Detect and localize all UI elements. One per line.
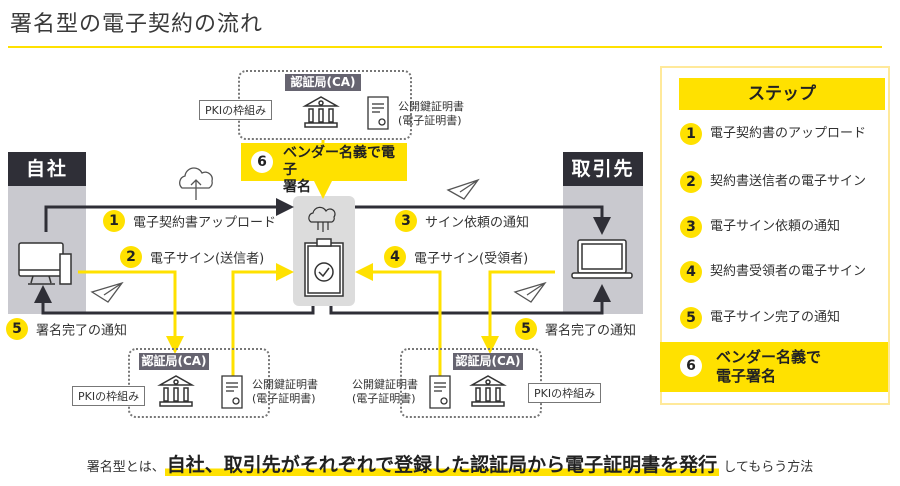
step-text: 契約書受領者の電子サイン [710,264,867,279]
footer-prefix: 署名型とは、 [86,460,165,475]
paper-plane-icon [90,281,124,303]
flow-step-5-self: 5 署名完了の通知 [6,318,127,340]
arrow-step1 [44,198,294,232]
side-step-6-highlight: 6 ベンダー名義で 電子署名 [660,342,888,392]
step-badge: 3 [395,210,417,232]
step-badge: 1 [103,210,125,232]
bank-building-icon [302,96,340,128]
step-badge: 2 [680,170,702,193]
footer-highlight: 自社、取引先がそれぞれで登録した認証局から電子証明書を発行 [164,454,720,476]
side-step-4: 4 契約書受領者の電子サイン [680,260,866,283]
side-step-2: 2 契約書送信者の電子サイン [680,170,866,193]
step6-callout: 6 ベンダー名義で電子 署名 [241,143,407,195]
ca-top-title: 認証局(CA) [285,74,361,91]
step-text: 電子サイン(送信者) [150,251,265,267]
side-step-3: 3 電子サイン依頼の通知 [680,215,840,238]
side-step-1: 1 電子契約書のアップロード [680,122,866,145]
cert-line2: (電子証明書) [398,114,462,127]
step6-line1: ベンダー名義で電子 [283,145,395,178]
cert-line1: 公開鍵証明書 [398,100,464,113]
ca-left-pki-label: PKIの枠組み [72,386,146,406]
arrow-step4-to-ca [481,270,555,354]
ca-left-box [128,348,270,418]
step-badge: 5 [515,318,537,340]
cert-line1: 公開鍵証明書 [352,378,418,391]
paper-plane-icon [446,178,480,200]
party-partner-header: 取引先 [563,152,643,186]
footer-suffix: してもらう方法 [723,460,814,475]
clipboard-check-icon [304,238,344,297]
step-text: サイン依頼の通知 [425,215,530,231]
ca-left-title: 認証局(CA) [139,353,209,370]
step-text: 電子契約書アップロード [133,215,277,231]
cloud-server-icon [308,206,336,232]
step6-text: ベンダー名義で電子 署名 [283,145,407,196]
footer-summary: 署名型とは、自社、取引先がそれぞれで登録した認証局から電子証明書を発行 してもら… [0,450,900,477]
flow-step-2: 2 電子サイン(送信者) [120,246,264,268]
step6-line2: 署名 [283,179,311,195]
ca-right-title: 認証局(CA) [453,353,523,370]
step-badge: 5 [680,306,702,329]
cert-line2: (電子証明書) [252,392,316,405]
paper-plane-icon [513,281,547,303]
certificate-scroll-icon [429,375,451,409]
side6-line1: ベンダー名義で [716,348,822,366]
arrow-step5-partner [329,284,611,315]
certificate-scroll-icon [221,375,243,409]
cloud-upload-icon [179,167,213,200]
page-title: 署名型の電子契約の流れ [10,12,264,37]
side-step-5: 5 電子サイン完了の通知 [680,306,840,329]
ca-right-cert-text: 公開鍵証明書 (電子証明書) [352,378,418,406]
arrow-step4-to-server [355,263,442,380]
flow-step-1: 1 電子契約書アップロード [103,210,276,232]
flow-step-3: 3 サイン依頼の通知 [395,210,529,232]
step-text: 電子サイン依頼の通知 [710,219,841,234]
cert-line1: 公開鍵証明書 [252,378,318,391]
step6-badge: 6 [680,355,702,377]
step-text: 署名完了の通知 [36,323,128,339]
step-text: 電子サイン(受領者) [414,251,529,267]
ca-left-cert-text: 公開鍵証明書 (電子証明書) [252,378,318,406]
step-text: 署名完了の通知 [545,323,637,339]
side6-line2: 電子署名 [716,367,777,385]
step-badge: 5 [6,318,28,340]
party-self-header: 自社 [8,152,86,186]
flow-step-4: 4 電子サイン(受領者) [384,246,528,268]
title-divider [8,46,882,48]
ca-right-pki-label: PKIの枠組み [528,383,602,403]
step-badge: 4 [680,260,702,283]
step-badge: 3 [680,215,702,238]
step-badge: 1 [680,122,702,145]
laptop-icon [571,239,633,279]
step6-badge: 6 [251,151,273,173]
arrow-step2-to-server [231,263,294,380]
steps-heading: ステップ [679,78,885,110]
step-text: 契約書送信者の電子サイン [710,174,867,189]
ca-top-cert-text: 公開鍵証明書 (電子証明書) [398,100,464,128]
cert-line2: (電子証明書) [352,392,416,405]
step-badge: 4 [384,246,406,268]
bank-building-icon [157,375,195,407]
desktop-computer-icon [18,242,72,285]
flow-step-5-partner: 5 署名完了の通知 [515,318,636,340]
arrow-step2-to-ca [78,270,184,354]
step-text: 電子サイン完了の通知 [710,310,841,325]
arrow-step3 [355,205,611,235]
ca-top-pki-label: PKIの枠組み [199,100,273,120]
step-badge: 2 [120,246,142,268]
arrow-step5-self [34,285,315,315]
certificate-scroll-icon [367,96,389,130]
step-text: 電子契約書のアップロード [710,126,867,141]
bank-building-icon [469,375,507,407]
side-step-6-text: ベンダー名義で 電子署名 [716,348,821,386]
